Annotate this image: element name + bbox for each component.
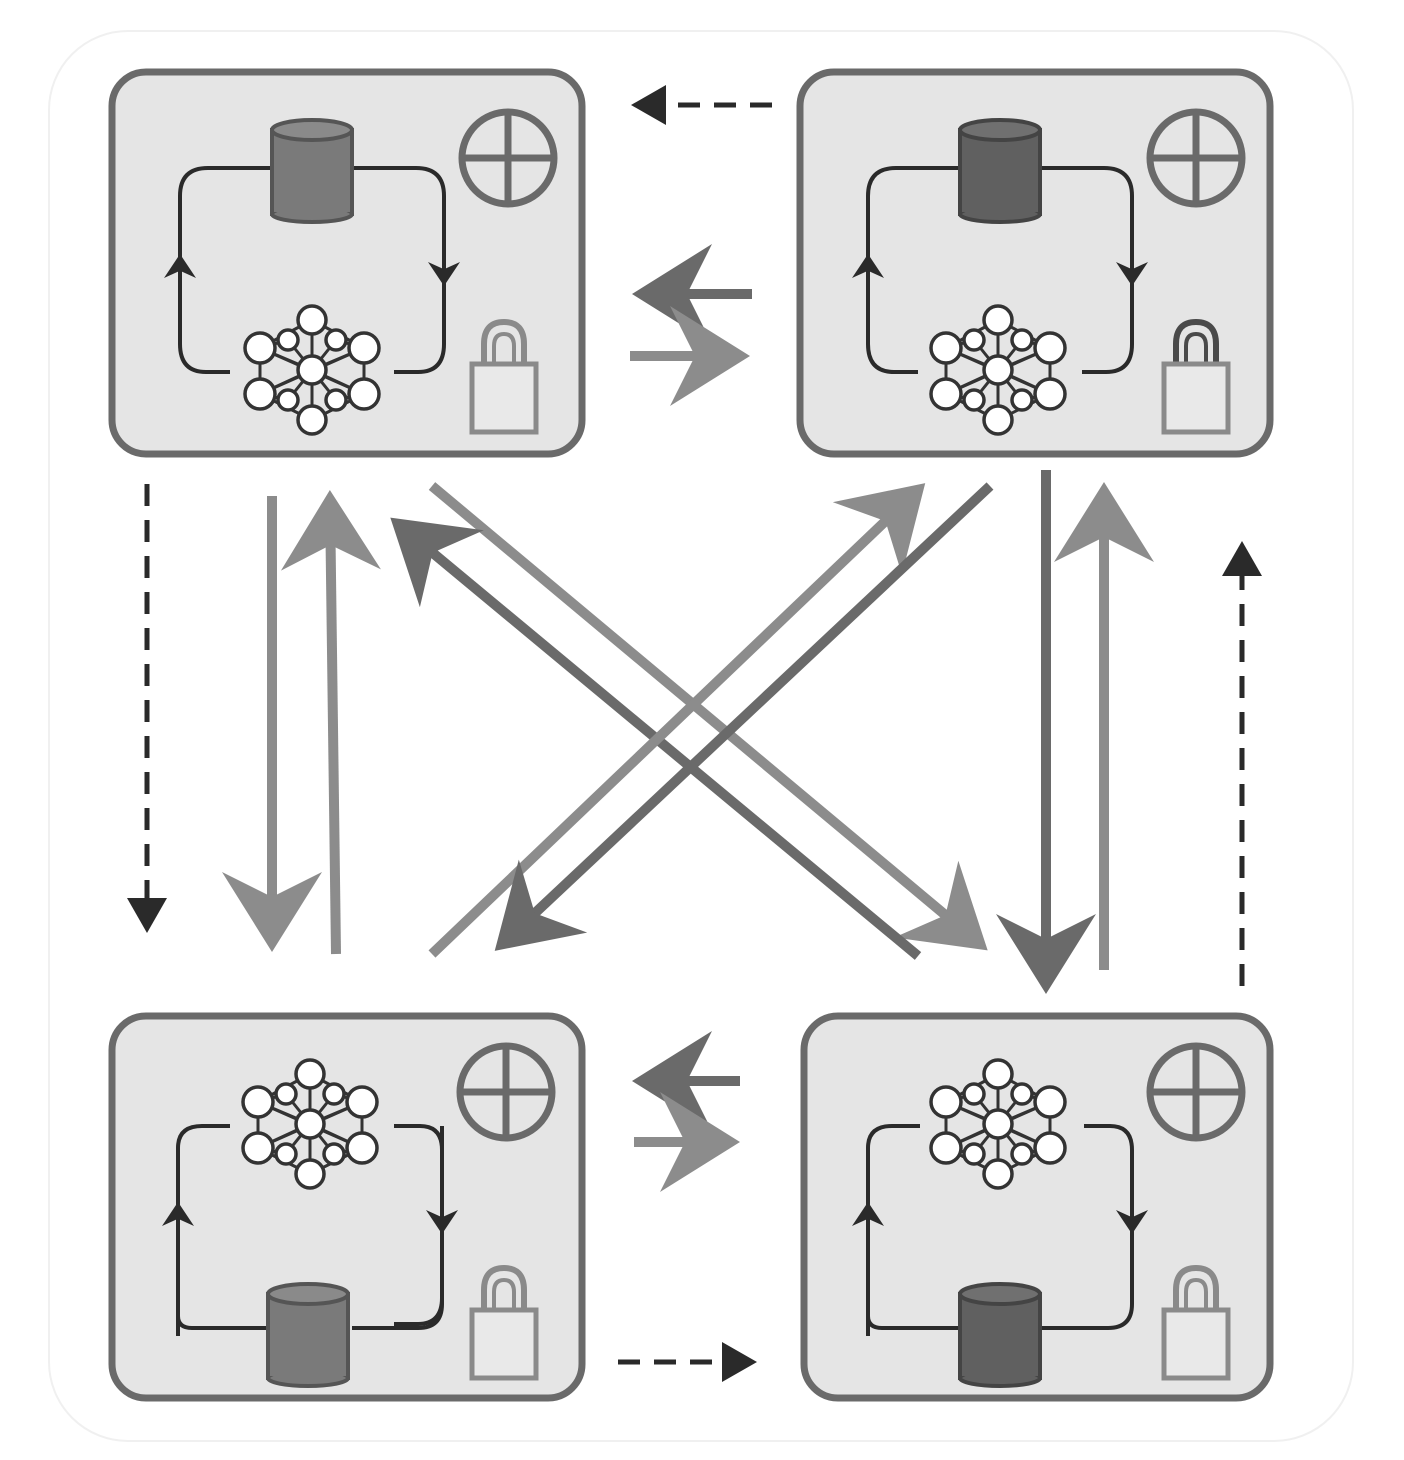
lock-icon <box>469 318 539 435</box>
neural-network-icon <box>929 1058 1067 1190</box>
database-icon <box>958 1282 1042 1388</box>
lock-icon <box>469 1264 539 1381</box>
database-icon <box>266 1282 350 1388</box>
lock-icon <box>1161 1264 1231 1381</box>
neural-network-icon <box>243 304 381 436</box>
aggregate-icon <box>456 1042 556 1142</box>
aggregate-icon <box>1146 1042 1246 1142</box>
diagram-frame <box>48 30 1354 1442</box>
arrow-bottom-left-to-top-right <box>428 483 926 958</box>
node-top-right <box>796 68 1274 458</box>
node-bottom-right <box>800 1012 1274 1402</box>
neural-network-icon <box>241 1058 379 1190</box>
arrow-top-left-to-bottom-right <box>428 482 988 951</box>
node-bottom-left <box>108 1012 586 1402</box>
loop-left-arrow-up <box>164 254 230 374</box>
aggregate-icon <box>458 108 558 208</box>
database-icon <box>270 118 354 224</box>
arrow-bottom-left-to-top-left <box>280 490 381 955</box>
aggregate-icon <box>1146 108 1246 208</box>
arrow-top-right-to-bottom-left <box>494 482 994 951</box>
neural-network-icon <box>929 304 1067 436</box>
database-icon <box>958 118 1042 224</box>
node-top-left <box>108 68 586 458</box>
connections <box>127 85 1262 1382</box>
lock-icon <box>1161 318 1231 435</box>
